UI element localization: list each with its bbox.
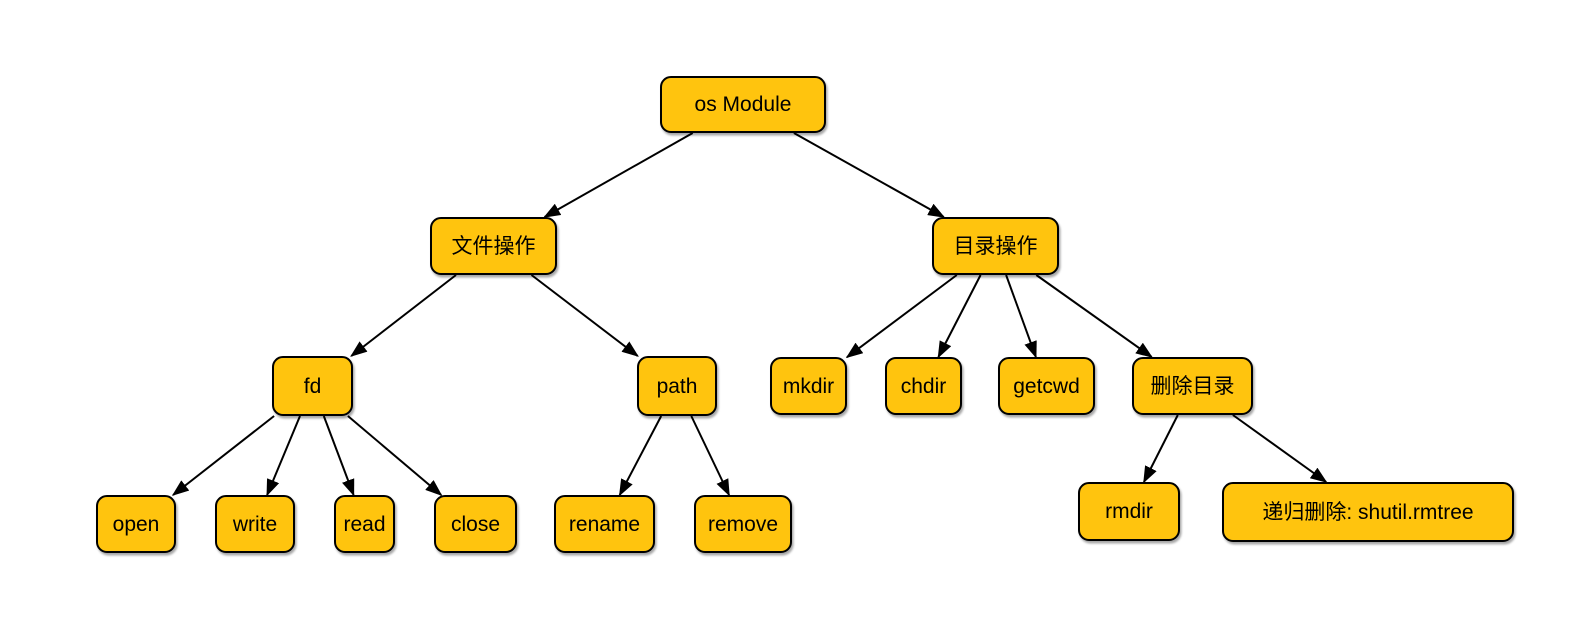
node-label: rename [568, 512, 641, 536]
node-os: os Module [660, 76, 826, 133]
edge-os-to-dirops [793, 132, 946, 218]
node-label: remove [707, 512, 779, 536]
node-rmtree: 递归删除: shutil.rmtree [1222, 482, 1514, 542]
node-label: path [656, 374, 698, 398]
node-label: 递归删除: shutil.rmtree [1262, 500, 1474, 524]
edge-fileops-to-path [530, 274, 639, 357]
edge-deldir-to-rmdir [1143, 414, 1179, 484]
node-fd: fd [272, 356, 353, 416]
node-label: chdir [900, 374, 947, 398]
node-rename: rename [554, 495, 655, 553]
node-label: mkdir [782, 374, 835, 398]
node-read: read [334, 495, 395, 553]
node-close: close [434, 495, 517, 553]
node-deldir: 删除目录 [1132, 357, 1253, 415]
node-getcwd: getcwd [998, 357, 1095, 415]
node-chdir: chdir [885, 357, 962, 415]
edge-dirops-to-chdir [937, 274, 982, 359]
edge-fd-to-open [171, 415, 275, 496]
node-label: write [232, 512, 278, 536]
edge-fd-to-write [266, 415, 301, 497]
node-label: os Module [694, 93, 792, 116]
node-dirops: 目录操作 [932, 217, 1059, 275]
node-label: 删除目录 [1150, 374, 1235, 398]
edge-path-to-rename [618, 415, 663, 497]
node-label: read [343, 512, 386, 536]
node-label: 目录操作 [953, 234, 1038, 258]
node-write: write [215, 495, 295, 553]
node-fileops: 文件操作 [430, 217, 557, 275]
edge-fd-to-read [322, 415, 355, 497]
node-label: open [112, 512, 160, 536]
node-label: close [450, 512, 501, 536]
node-path: path [637, 356, 717, 416]
edge-dirops-to-deldir [1035, 274, 1153, 358]
node-remove: remove [694, 495, 792, 553]
node-label: rmdir [1105, 500, 1153, 523]
edge-dirops-to-getcwd [1005, 274, 1037, 359]
edge-fd-to-close [347, 415, 443, 496]
edge-deldir-to-rmtree [1232, 414, 1328, 483]
edge-path-to-remove [690, 415, 731, 497]
node-open: open [96, 495, 176, 553]
edge-fileops-to-fd [350, 274, 457, 357]
edge-os-to-fileops [543, 132, 694, 218]
edge-dirops-to-mkdir [845, 274, 958, 359]
node-rmdir: rmdir [1078, 482, 1180, 541]
node-mkdir: mkdir [770, 357, 847, 415]
node-label: 文件操作 [451, 234, 536, 258]
node-label: fd [303, 374, 322, 398]
node-label: getcwd [1013, 374, 1080, 398]
